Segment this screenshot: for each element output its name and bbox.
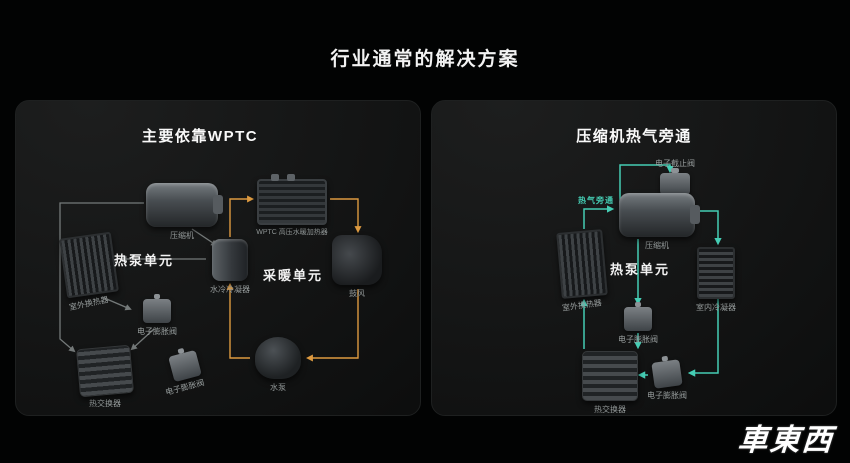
blower: 鼓风 — [330, 235, 384, 299]
indoor-condenser-label: 室内冷凝器 — [696, 303, 736, 312]
electronic-expansion-valve-mid: 电子膨胀阀 — [134, 294, 180, 337]
compressor-right-label: 压缩机 — [645, 241, 669, 250]
compressor: 压缩机 — [144, 183, 223, 241]
heat-pump-unit-label-right: 热泵单元 — [610, 262, 671, 277]
compressor-right-image — [619, 193, 700, 237]
electronic-expansion-valve-mid-image — [143, 294, 171, 323]
heat-pump-unit-label: 热泵单元 — [114, 253, 175, 268]
outdoor-heat-exchanger-image — [59, 231, 119, 299]
chiller-heat-exchanger-label: 热交换器 — [89, 399, 121, 408]
electronic-expansion-valve-1: 电子膨胀阀 — [617, 302, 659, 345]
right-panel: 压缩机热气旁通 电子截止阀 — [431, 100, 837, 416]
heating-unit-label: 采暖单元 — [263, 268, 324, 283]
electronic-expansion-valve-bottom: 电子膨胀阀 — [162, 349, 208, 397]
slide-title: 行业通常的解决方案 — [330, 49, 520, 70]
electronic-shutoff-valve-image — [660, 168, 690, 195]
electronic-shutoff-valve: 电子截止阀 — [652, 159, 698, 195]
compressor-label: 压缩机 — [170, 231, 194, 240]
water-pump-image — [255, 337, 301, 379]
electronic-expansion-valve-mid-label: 电子膨胀阀 — [137, 327, 177, 336]
electronic-expansion-valve-2: 电子膨胀阀 — [646, 359, 688, 401]
water-pump: 水泵 — [252, 337, 304, 393]
blower-image — [332, 235, 382, 285]
wptc-heater: WPTC 高压水暖加热器 — [254, 174, 330, 238]
chedongxi-watermark-logo: 車東西 — [736, 424, 835, 457]
water-cooled-condenser-label: 水冷冷凝器 — [210, 285, 250, 294]
compressor-image — [146, 183, 223, 227]
electronic-expansion-valve-bottom-image — [168, 349, 202, 383]
outdoor-heat-exchanger: 室外换热器 — [59, 231, 119, 312]
electronic-expansion-valve-1-label: 电子膨胀阀 — [618, 335, 658, 344]
hot-gas-bypass-label: 热气旁通 — [578, 196, 614, 205]
chiller-heat-exchanger-image — [76, 344, 134, 398]
blower-label: 鼓风 — [349, 289, 365, 298]
compressor-right: 压缩机 — [617, 193, 700, 251]
wptc-heater-label: WPTC 高压水暖加热器 — [256, 229, 328, 236]
water-pump-label: 水泵 — [270, 383, 286, 392]
electronic-expansion-valve-2-label: 电子膨胀阀 — [647, 391, 687, 400]
water-cooled-condenser: 水冷冷凝器 — [208, 239, 252, 295]
left-panel: 主要依靠WPTC — [15, 100, 421, 416]
electronic-expansion-valve-1-image — [624, 302, 652, 331]
right-panel-title: 压缩机热气旁通 — [576, 128, 692, 145]
electronic-expansion-valve-2-image — [651, 359, 683, 389]
electronic-shutoff-valve-label: 电子截止阀 — [655, 159, 695, 168]
outdoor-heat-exchanger-right: 室外换热器 — [556, 229, 608, 313]
wptc-heater-image — [257, 174, 327, 225]
heat-exchanger: 热交换器 — [580, 351, 640, 415]
left-panel-title: 主要依靠WPTC — [141, 128, 259, 145]
heat-exchanger-label: 热交换器 — [594, 405, 626, 414]
chiller-heat-exchanger: 热交换器 — [76, 344, 134, 409]
outdoor-heat-exchanger-right-image — [556, 229, 608, 299]
indoor-condenser: 室内冷凝器 — [694, 247, 738, 313]
water-cooled-condenser-image — [212, 239, 248, 281]
heat-exchanger-image — [582, 351, 638, 401]
indoor-condenser-image — [697, 247, 735, 299]
